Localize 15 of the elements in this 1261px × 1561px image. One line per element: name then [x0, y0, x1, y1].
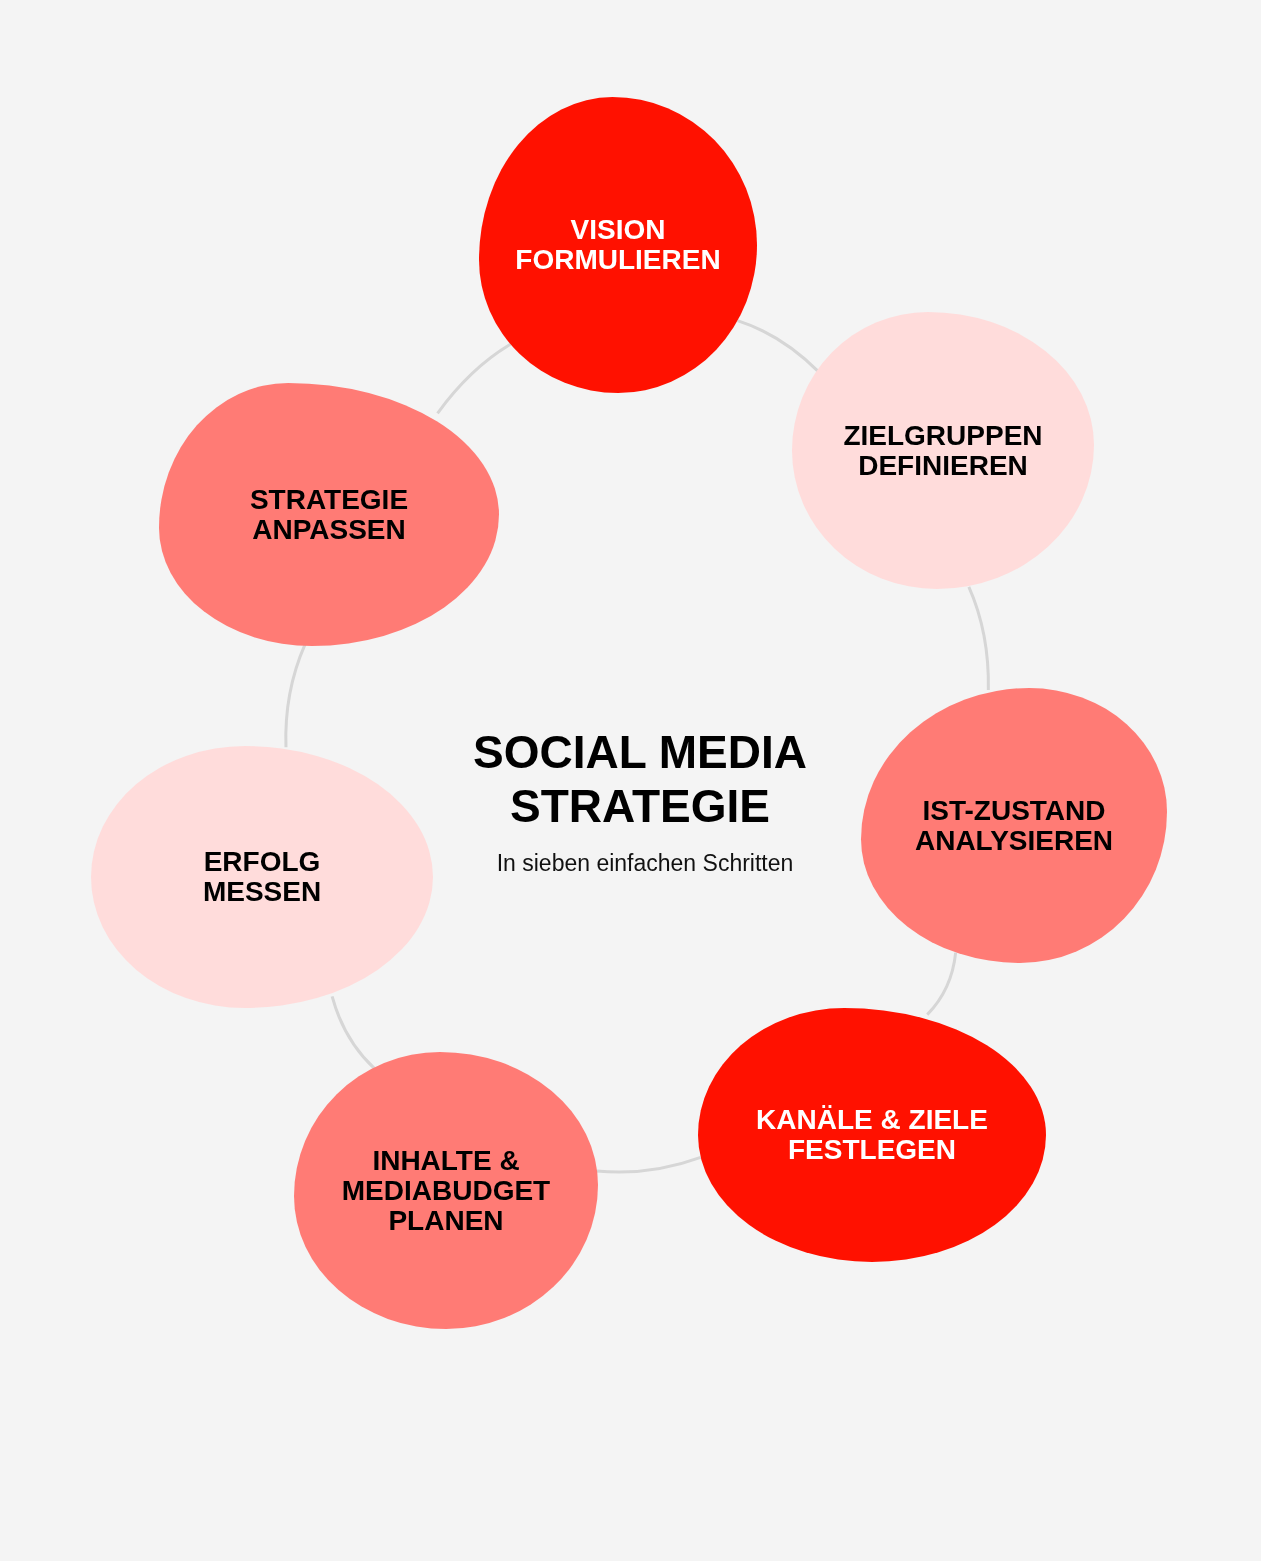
connector-arc	[967, 586, 990, 690]
connector-arc	[926, 952, 958, 1016]
title: SOCIAL MEDIA STRATEGIE	[472, 725, 808, 833]
step-label: ERFOLG MESSEN	[201, 847, 323, 907]
step-label: KANÄLE & ZIELE FESTLEGEN	[755, 1105, 989, 1165]
connector-arc	[284, 644, 307, 748]
subtitle: In sieben einfachen Schritten	[495, 849, 795, 878]
step-label: IST-ZUSTAND ANALYSIEREN	[913, 795, 1115, 856]
connector-arc	[330, 996, 376, 1070]
connector-arc	[596, 1155, 702, 1174]
step-label: ZIELGRUPPEN DEFINIEREN	[842, 420, 1044, 481]
step-label: STRATEGIE ANPASSEN	[248, 484, 410, 545]
connector-arc	[737, 319, 820, 373]
step-label: VISION FORMULIEREN	[514, 215, 722, 275]
step-label: INHALTE & MEDIABUDGET PLANEN	[340, 1145, 552, 1236]
